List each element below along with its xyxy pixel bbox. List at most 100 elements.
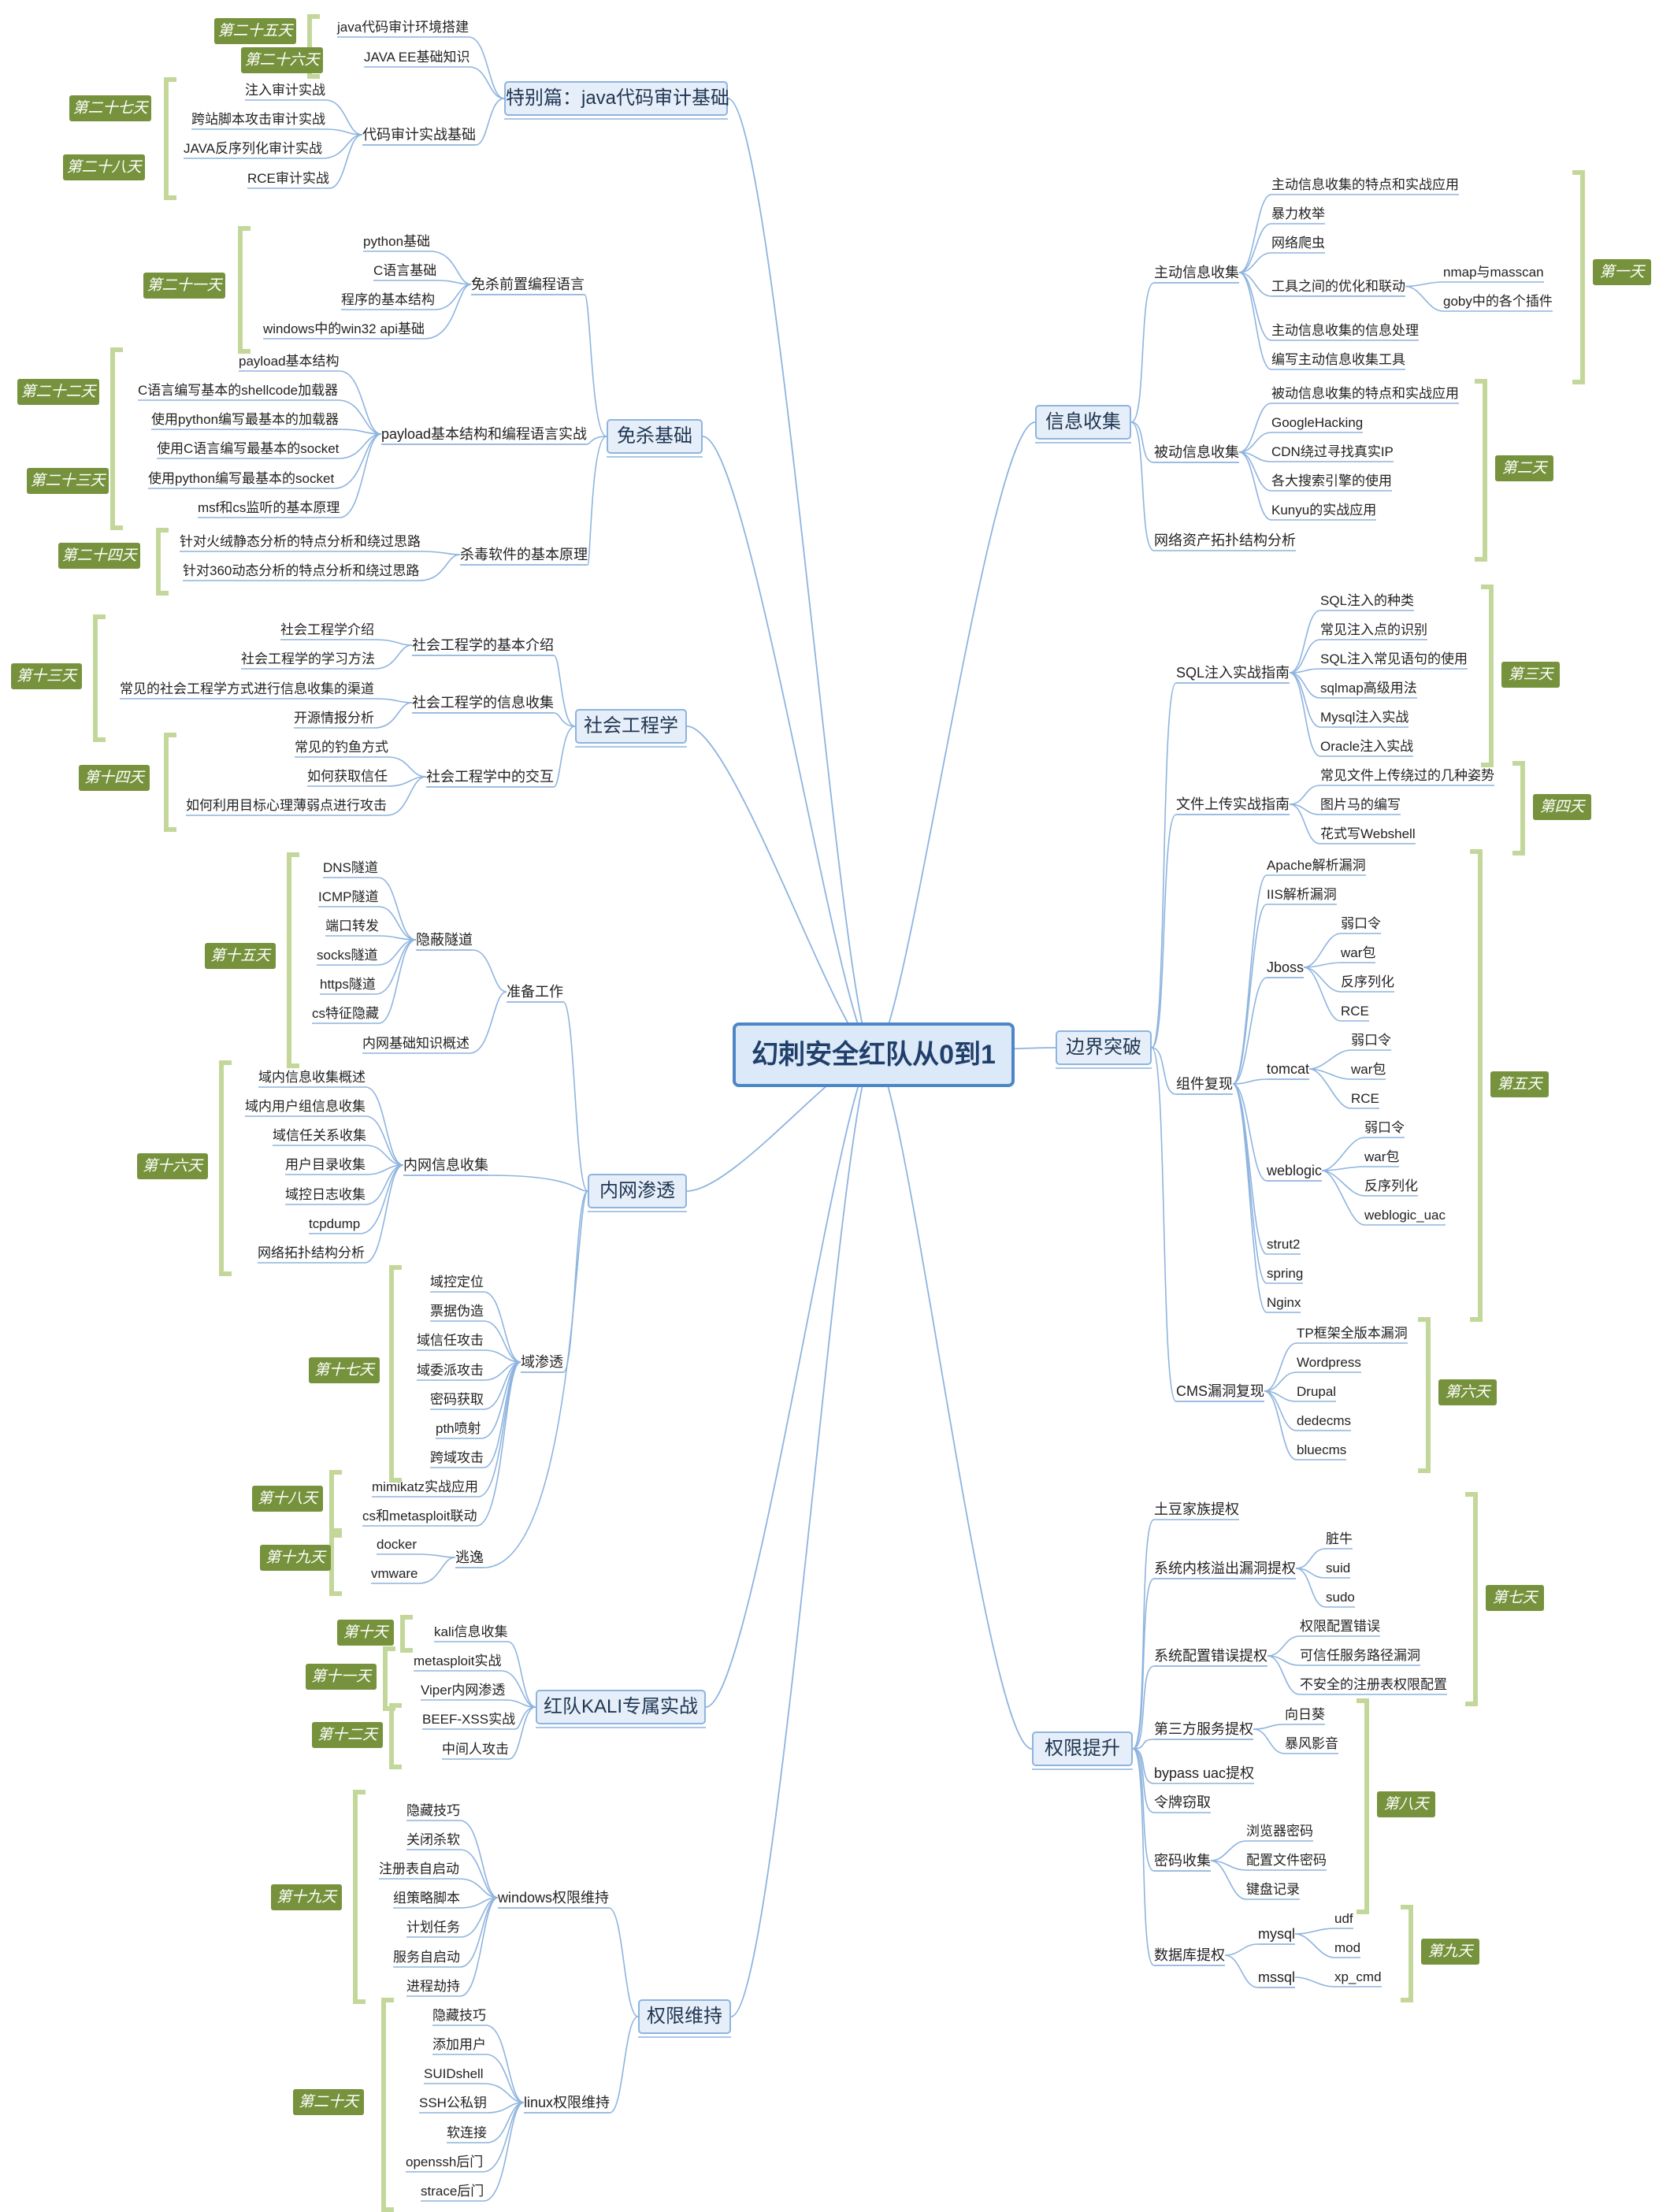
leaf-icmp-tunnel[interactable]: ICMP隧道	[318, 889, 379, 904]
leaf-intranet-basics[interactable]: 内网基础知识概述	[362, 1036, 469, 1051]
leaf-mod[interactable]: mod	[1334, 1940, 1361, 1955]
leaf-deser-audit[interactable]: JAVA反序列化审计实战	[184, 141, 322, 156]
leaf-jboss-deser[interactable]: 反序列化	[1341, 974, 1394, 989]
leaf-domain-group-info[interactable]: 域内用户组信息收集	[245, 1099, 366, 1114]
leaf-iis-parse[interactable]: IIS解析漏洞	[1267, 887, 1337, 902]
leaf-cs-feature-hide[interactable]: cs特征隐藏	[312, 1006, 379, 1021]
leaf-360-bypass[interactable]: 针对360动态分析的特点分析和绕过思路	[183, 563, 420, 578]
leaf-huorong-bypass[interactable]: 针对火绒静态分析的特点分析和绕过思路	[180, 534, 421, 549]
mid-component-repro[interactable]: 组件复现	[1176, 1076, 1233, 1092]
mid-passive-info[interactable]: 被动信息收集	[1154, 444, 1239, 460]
mid-db-privesc[interactable]: 数据库提权	[1154, 1947, 1225, 1963]
mid-third-party[interactable]: 第三方服务提权	[1154, 1721, 1253, 1737]
leaf-service-autorun[interactable]: 服务自启动	[393, 1950, 460, 1965]
leaf-registry-perm[interactable]: 不安全的注册表权限配置	[1300, 1677, 1447, 1692]
leaf-linux-hide[interactable]: 隐藏技巧	[432, 2008, 486, 2023]
leaf-jboss-war[interactable]: war包	[1341, 945, 1376, 960]
leaf-perm-misconfig[interactable]: 权限配置错误	[1300, 1619, 1380, 1634]
mid-payload[interactable]: payload基本结构和编程语言实战	[381, 426, 588, 442]
leaf-python-socket[interactable]: 使用python编写最基本的socket	[148, 471, 335, 486]
leaf-docker[interactable]: docker	[377, 1537, 418, 1552]
leaf-googlehacking[interactable]: GoogleHacking	[1271, 415, 1364, 430]
mid-asset-topology[interactable]: 网络资产拓扑结构分析	[1154, 533, 1296, 548]
leaf-dedecms[interactable]: dedecms	[1297, 1413, 1351, 1428]
leaf-tomcat-weak-pass[interactable]: 弱口令	[1351, 1033, 1391, 1048]
mid-prep-work[interactable]: 准备工作	[507, 984, 563, 1000]
mid-upload-guide[interactable]: 文件上传实战指南	[1176, 796, 1290, 812]
leaf-suid[interactable]: suid	[1326, 1561, 1351, 1575]
leaf-process-hijack[interactable]: 进程劫持	[406, 1979, 460, 1994]
mid-prereq-lang[interactable]: 免杀前置编程语言	[471, 276, 585, 292]
leaf-browser-pass[interactable]: 浏览器密码	[1246, 1824, 1313, 1839]
leaf-wordpress[interactable]: Wordpress	[1297, 1355, 1361, 1370]
mid-domain-pentest[interactable]: 域渗透	[521, 1354, 563, 1370]
leaf-payload-structure[interactable]: payload基本结构	[239, 354, 340, 369]
mid-se-info[interactable]: 社会工程学的信息收集	[412, 695, 554, 711]
leaf-domain-info-overview[interactable]: 域内信息收集概述	[258, 1070, 366, 1085]
mid-bypass-uac[interactable]: bypass uac提权	[1154, 1765, 1255, 1781]
leaf-injection-audit[interactable]: 注入审计实战	[245, 83, 325, 98]
branch-privilege-escalation[interactable]: 权限提升	[1032, 1731, 1133, 1766]
branch-intranet[interactable]: 内网渗透	[588, 1174, 687, 1208]
mid-windows-persist[interactable]: windows权限维持	[498, 1890, 610, 1906]
leaf-java-env[interactable]: java代码审计环境搭建	[337, 20, 469, 35]
leaf-tool-linkage[interactable]: 工具之间的优化和联动	[1271, 279, 1405, 294]
leaf-weblogic-uac[interactable]: weblogic_uac	[1364, 1208, 1446, 1223]
leaf-domain-trust-attack[interactable]: 域信任攻击	[417, 1333, 484, 1348]
leaf-delegation-attack[interactable]: 域委派攻击	[417, 1363, 484, 1378]
leaf-cdn-bypass[interactable]: CDN绕过寻找真实IP	[1271, 444, 1394, 459]
branch-social-engineering[interactable]: 社会工程学	[575, 709, 687, 744]
leaf-sunlogin[interactable]: 向日葵	[1285, 1707, 1325, 1722]
leaf-drupal[interactable]: Drupal	[1297, 1384, 1337, 1399]
mid-cms-repro[interactable]: CMS漏洞复现	[1176, 1383, 1264, 1399]
leaf-active-processing[interactable]: 主动信息收集的信息处理	[1271, 323, 1419, 338]
leaf-cs-msf-link[interactable]: cs和metasploit联动	[362, 1509, 477, 1524]
leaf-metasploit[interactable]: metasploit实战	[414, 1653, 502, 1668]
leaf-gain-trust[interactable]: 如何获取信任	[307, 769, 388, 784]
leaf-kunyu[interactable]: Kunyu的实战应用	[1271, 503, 1377, 518]
leaf-config-pass[interactable]: 配置文件密码	[1246, 1853, 1327, 1868]
leaf-softlink[interactable]: 软连接	[447, 2125, 487, 2140]
leaf-viper[interactable]: Viper内网渗透	[421, 1683, 506, 1698]
leaf-ticket-forge[interactable]: 票据伪造	[430, 1304, 484, 1319]
leaf-dc-locate[interactable]: 域控定位	[430, 1275, 484, 1290]
leaf-kali-info[interactable]: kali信息收集	[434, 1624, 508, 1639]
mid-av-principle[interactable]: 杀毒软件的基本原理	[460, 547, 588, 562]
mid-password-collect[interactable]: 密码收集	[1154, 1853, 1211, 1869]
leaf-phishing[interactable]: 常见的钓鱼方式	[295, 740, 388, 755]
mid-active-info[interactable]: 主动信息收集	[1154, 265, 1239, 280]
leaf-vmware[interactable]: vmware	[371, 1566, 418, 1581]
leaf-python-basics[interactable]: python基础	[363, 234, 431, 249]
branch-info-gathering[interactable]: 信息收集	[1035, 405, 1131, 440]
leaf-javaee[interactable]: JAVA EE基础知识	[364, 50, 470, 65]
leaf-se-learning[interactable]: 社会工程学的学习方法	[241, 651, 375, 666]
leaf-c-basics[interactable]: C语言基础	[373, 263, 437, 278]
mid-jboss[interactable]: Jboss	[1267, 959, 1305, 975]
leaf-mitm[interactable]: 中间人攻击	[442, 1742, 509, 1757]
mid-weblogic[interactable]: weblogic	[1267, 1163, 1323, 1178]
leaf-reg-autorun[interactable]: 注册表自启动	[379, 1861, 459, 1876]
leaf-goby-plugins[interactable]: goby中的各个插件	[1443, 294, 1553, 309]
mid-potato[interactable]: 土豆家族提权	[1154, 1501, 1239, 1517]
leaf-sqlmap-advanced[interactable]: sqlmap高级用法	[1320, 681, 1417, 696]
leaf-win-hide[interactable]: 隐藏技巧	[406, 1803, 460, 1818]
leaf-nmap-masscan[interactable]: nmap与masscan	[1443, 265, 1544, 280]
leaf-write-webshell[interactable]: 花式写Webshell	[1320, 826, 1416, 841]
mid-mssql[interactable]: mssql	[1258, 1969, 1296, 1985]
leaf-jboss-weak-pass[interactable]: 弱口令	[1341, 916, 1381, 931]
leaf-strut2[interactable]: strut2	[1267, 1237, 1301, 1252]
leaf-sched-task[interactable]: 计划任务	[406, 1920, 460, 1935]
mid-se-interaction[interactable]: 社会工程学中的交互	[426, 769, 554, 785]
mid-misconfig[interactable]: 系统配置错误提权	[1154, 1648, 1267, 1664]
leaf-bluecms[interactable]: bluecms	[1297, 1442, 1347, 1457]
leaf-unquoted-path[interactable]: 可信任服务路径漏洞	[1300, 1648, 1420, 1663]
leaf-sudo[interactable]: sudo	[1326, 1590, 1355, 1605]
leaf-cross-domain[interactable]: 跨域攻击	[430, 1450, 484, 1465]
branch-kali[interactable]: 红队KALI专属实战	[536, 1690, 706, 1724]
leaf-network-topology[interactable]: 网络拓扑结构分析	[258, 1245, 365, 1260]
leaf-openssh-backdoor[interactable]: openssh后门	[406, 2154, 484, 2169]
leaf-oracle-injection[interactable]: Oracle注入实战	[1320, 739, 1414, 754]
leaf-dns-tunnel[interactable]: DNS隧道	[323, 860, 378, 875]
leaf-kill-av[interactable]: 关闭杀软	[406, 1832, 460, 1847]
leaf-passive-features[interactable]: 被动信息收集的特点和实战应用	[1271, 386, 1459, 401]
